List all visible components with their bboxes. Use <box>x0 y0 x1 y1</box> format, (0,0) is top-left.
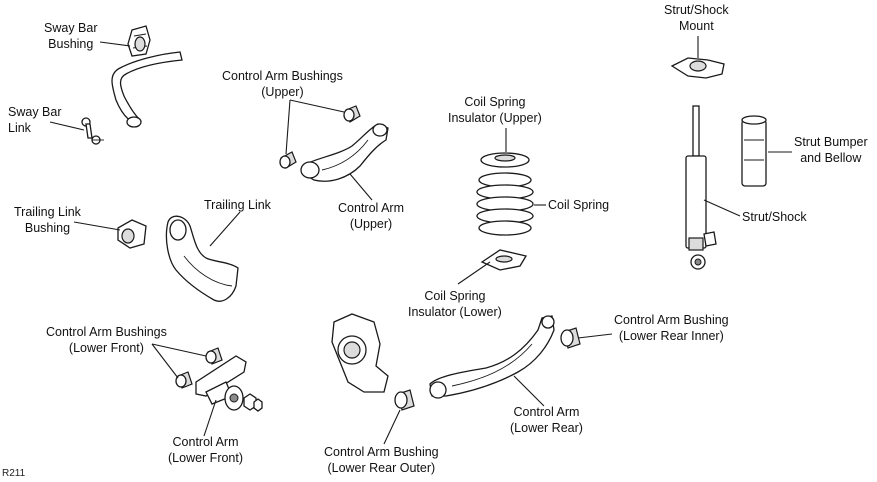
label-line: (Lower Rear) <box>510 421 583 435</box>
label-line: Control Arm Bushing <box>614 313 729 327</box>
label-line: Control Arm <box>338 201 404 215</box>
label-control-arm-bushings-upper: Control Arm Bushings (Upper) <box>222 68 343 100</box>
label-line: Sway Bar <box>44 21 98 35</box>
label-line: Control Arm <box>172 435 239 449</box>
label-line: Strut/Shock <box>664 3 729 17</box>
label-line: Bushing <box>24 221 71 235</box>
label-line: Control Arm Bushings <box>46 325 167 339</box>
label-line: Coil Spring <box>424 289 486 303</box>
sway-bar-part <box>111 51 183 128</box>
label-line: Link <box>8 121 31 135</box>
control-arm-bushings-upper-part <box>279 105 361 169</box>
label-line: Strut Bumper <box>794 135 868 149</box>
control-arm-bushing-lower-rear-inner-part <box>560 327 581 349</box>
label-control-arm-upper: Control Arm (Upper) <box>338 200 404 232</box>
label-trailing-link: Trailing Link <box>204 198 271 212</box>
trailing-link-bushing-part <box>117 219 147 249</box>
label-line: (Lower Front) <box>168 451 244 465</box>
figure-id: R211 <box>2 468 26 479</box>
coil-spring-part <box>476 172 534 236</box>
label-line: (Lower Front) <box>68 341 144 355</box>
label-trailing-link-bushing: Trailing Link Bushing <box>14 204 81 236</box>
sway-bar-link-part <box>81 117 104 145</box>
coil-spring-insulator-lower-part <box>480 249 528 271</box>
label-control-arm-bushing-lower-rear-outer: Control Arm Bushing (Lower Rear Outer) <box>324 444 439 476</box>
knuckle-part <box>331 313 389 393</box>
label-line: (Upper) <box>349 217 393 231</box>
strut-shock-part <box>685 105 717 270</box>
leader-lines <box>49 36 792 445</box>
strut-shock-mount-part <box>670 57 725 79</box>
label-line: Control Arm Bushing <box>324 445 439 459</box>
label-sway-bar-bushing: Sway Bar Bushing <box>44 20 98 52</box>
label-control-arm-bushing-lower-rear-inner: Control Arm Bushing (Lower Rear Inner) <box>614 312 729 344</box>
label-line: Insulator (Lower) <box>408 305 502 319</box>
label-coil-spring-insulator-lower: Coil Spring Insulator (Lower) <box>408 288 502 320</box>
label-line: (Upper) <box>261 85 304 99</box>
label-strut-bumper-and-bellow: Strut Bumper and Bellow <box>794 134 868 166</box>
control-arm-upper-part <box>300 123 389 182</box>
label-control-arm-lower-rear: Control Arm (Lower Rear) <box>510 404 583 436</box>
label-line: Bushing <box>48 37 94 51</box>
sway-bar-bushing-part <box>127 25 151 57</box>
trailing-link-part <box>165 215 239 302</box>
label-line: Insulator (Upper) <box>448 111 542 125</box>
label-line: Control Arm <box>513 405 580 419</box>
control-arm-lower-rear-part <box>429 315 555 399</box>
label-line: and Bellow <box>800 151 862 165</box>
strut-bumper-bellow-part <box>741 115 767 187</box>
label-line: Trailing Link <box>14 205 81 219</box>
label-control-arm-lower-front: Control Arm (Lower Front) <box>168 434 243 466</box>
control-arm-bushings-lower-front-part <box>175 347 223 389</box>
label-line: Sway Bar <box>8 105 62 119</box>
label-line: Control Arm Bushings <box>222 69 343 83</box>
control-arm-bushing-lower-rear-outer-part <box>394 389 415 411</box>
label-coil-spring-insulator-upper: Coil Spring Insulator (Upper) <box>448 94 542 126</box>
label-line: (Lower Rear Inner) <box>618 329 724 343</box>
coil-spring-insulator-upper-part <box>480 152 530 168</box>
label-control-arm-bushings-lower-front: Control Arm Bushings (Lower Front) <box>46 324 167 356</box>
label-strut-shock: Strut/Shock <box>742 210 807 224</box>
label-line: Coil Spring <box>464 95 526 109</box>
label-sway-bar-link: Sway Bar Link <box>8 104 62 136</box>
control-arm-lower-front-part <box>195 355 263 412</box>
label-line: Mount <box>678 19 714 33</box>
label-coil-spring: Coil Spring <box>548 198 610 212</box>
label-strut-shock-mount: Strut/Shock Mount <box>664 2 729 34</box>
label-line: (Lower Rear Outer) <box>327 461 436 475</box>
